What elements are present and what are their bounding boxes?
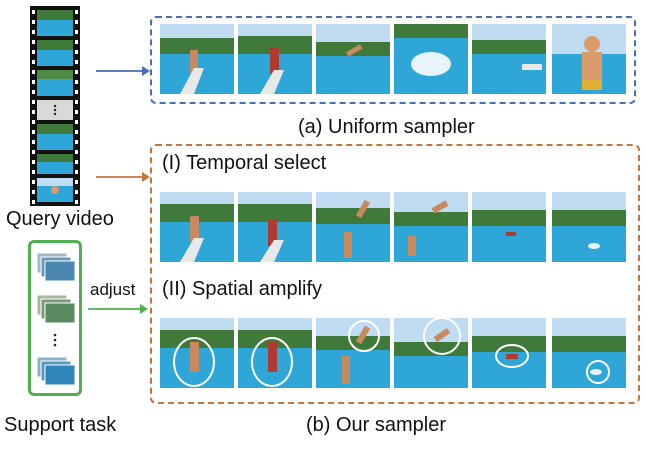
spatial-frame-4 <box>394 318 468 388</box>
uniform-frame-2 <box>238 24 312 94</box>
uniform-frame-4 <box>394 24 468 94</box>
support-task-label: Support task <box>4 414 117 436</box>
temporal-frame-5 <box>472 192 546 262</box>
spatial-amplify-label: (II) Spatial amplify <box>162 278 323 300</box>
spatial-frame-3 <box>316 318 390 388</box>
our-sampler-box <box>150 144 640 404</box>
temporal-frame-3 <box>316 192 390 262</box>
spatial-frame-2 <box>238 318 312 388</box>
temporal-frame-6 <box>552 192 626 262</box>
uniform-sampler-label: (a) Uniform sampler <box>298 116 475 138</box>
uniform-frame-3 <box>316 24 390 94</box>
spatial-frame-1 <box>160 318 234 388</box>
query-video-label: Query video <box>6 208 114 230</box>
spatial-frame-5 <box>472 318 546 388</box>
adjust-label: adjust <box>90 280 136 299</box>
uniform-frame-5 <box>472 24 546 94</box>
temporal-select-label: (I) Temporal select <box>162 152 327 174</box>
temporal-frame-4 <box>394 192 468 262</box>
support-task-box <box>28 240 82 396</box>
arrow-adjust-icon <box>88 304 148 314</box>
uniform-frame-1 <box>160 24 234 94</box>
arrow-uniform-icon <box>96 66 150 76</box>
uniform-frame-6 <box>552 24 626 94</box>
uniform-sampler-box <box>150 16 636 104</box>
arrow-ours-icon <box>96 172 150 182</box>
temporal-frame-2 <box>238 192 312 262</box>
our-sampler-label: (b) Our sampler <box>306 414 447 436</box>
temporal-frame-1 <box>160 192 234 262</box>
spatial-frame-6 <box>552 318 626 388</box>
query-video-filmstrip <box>30 6 80 206</box>
